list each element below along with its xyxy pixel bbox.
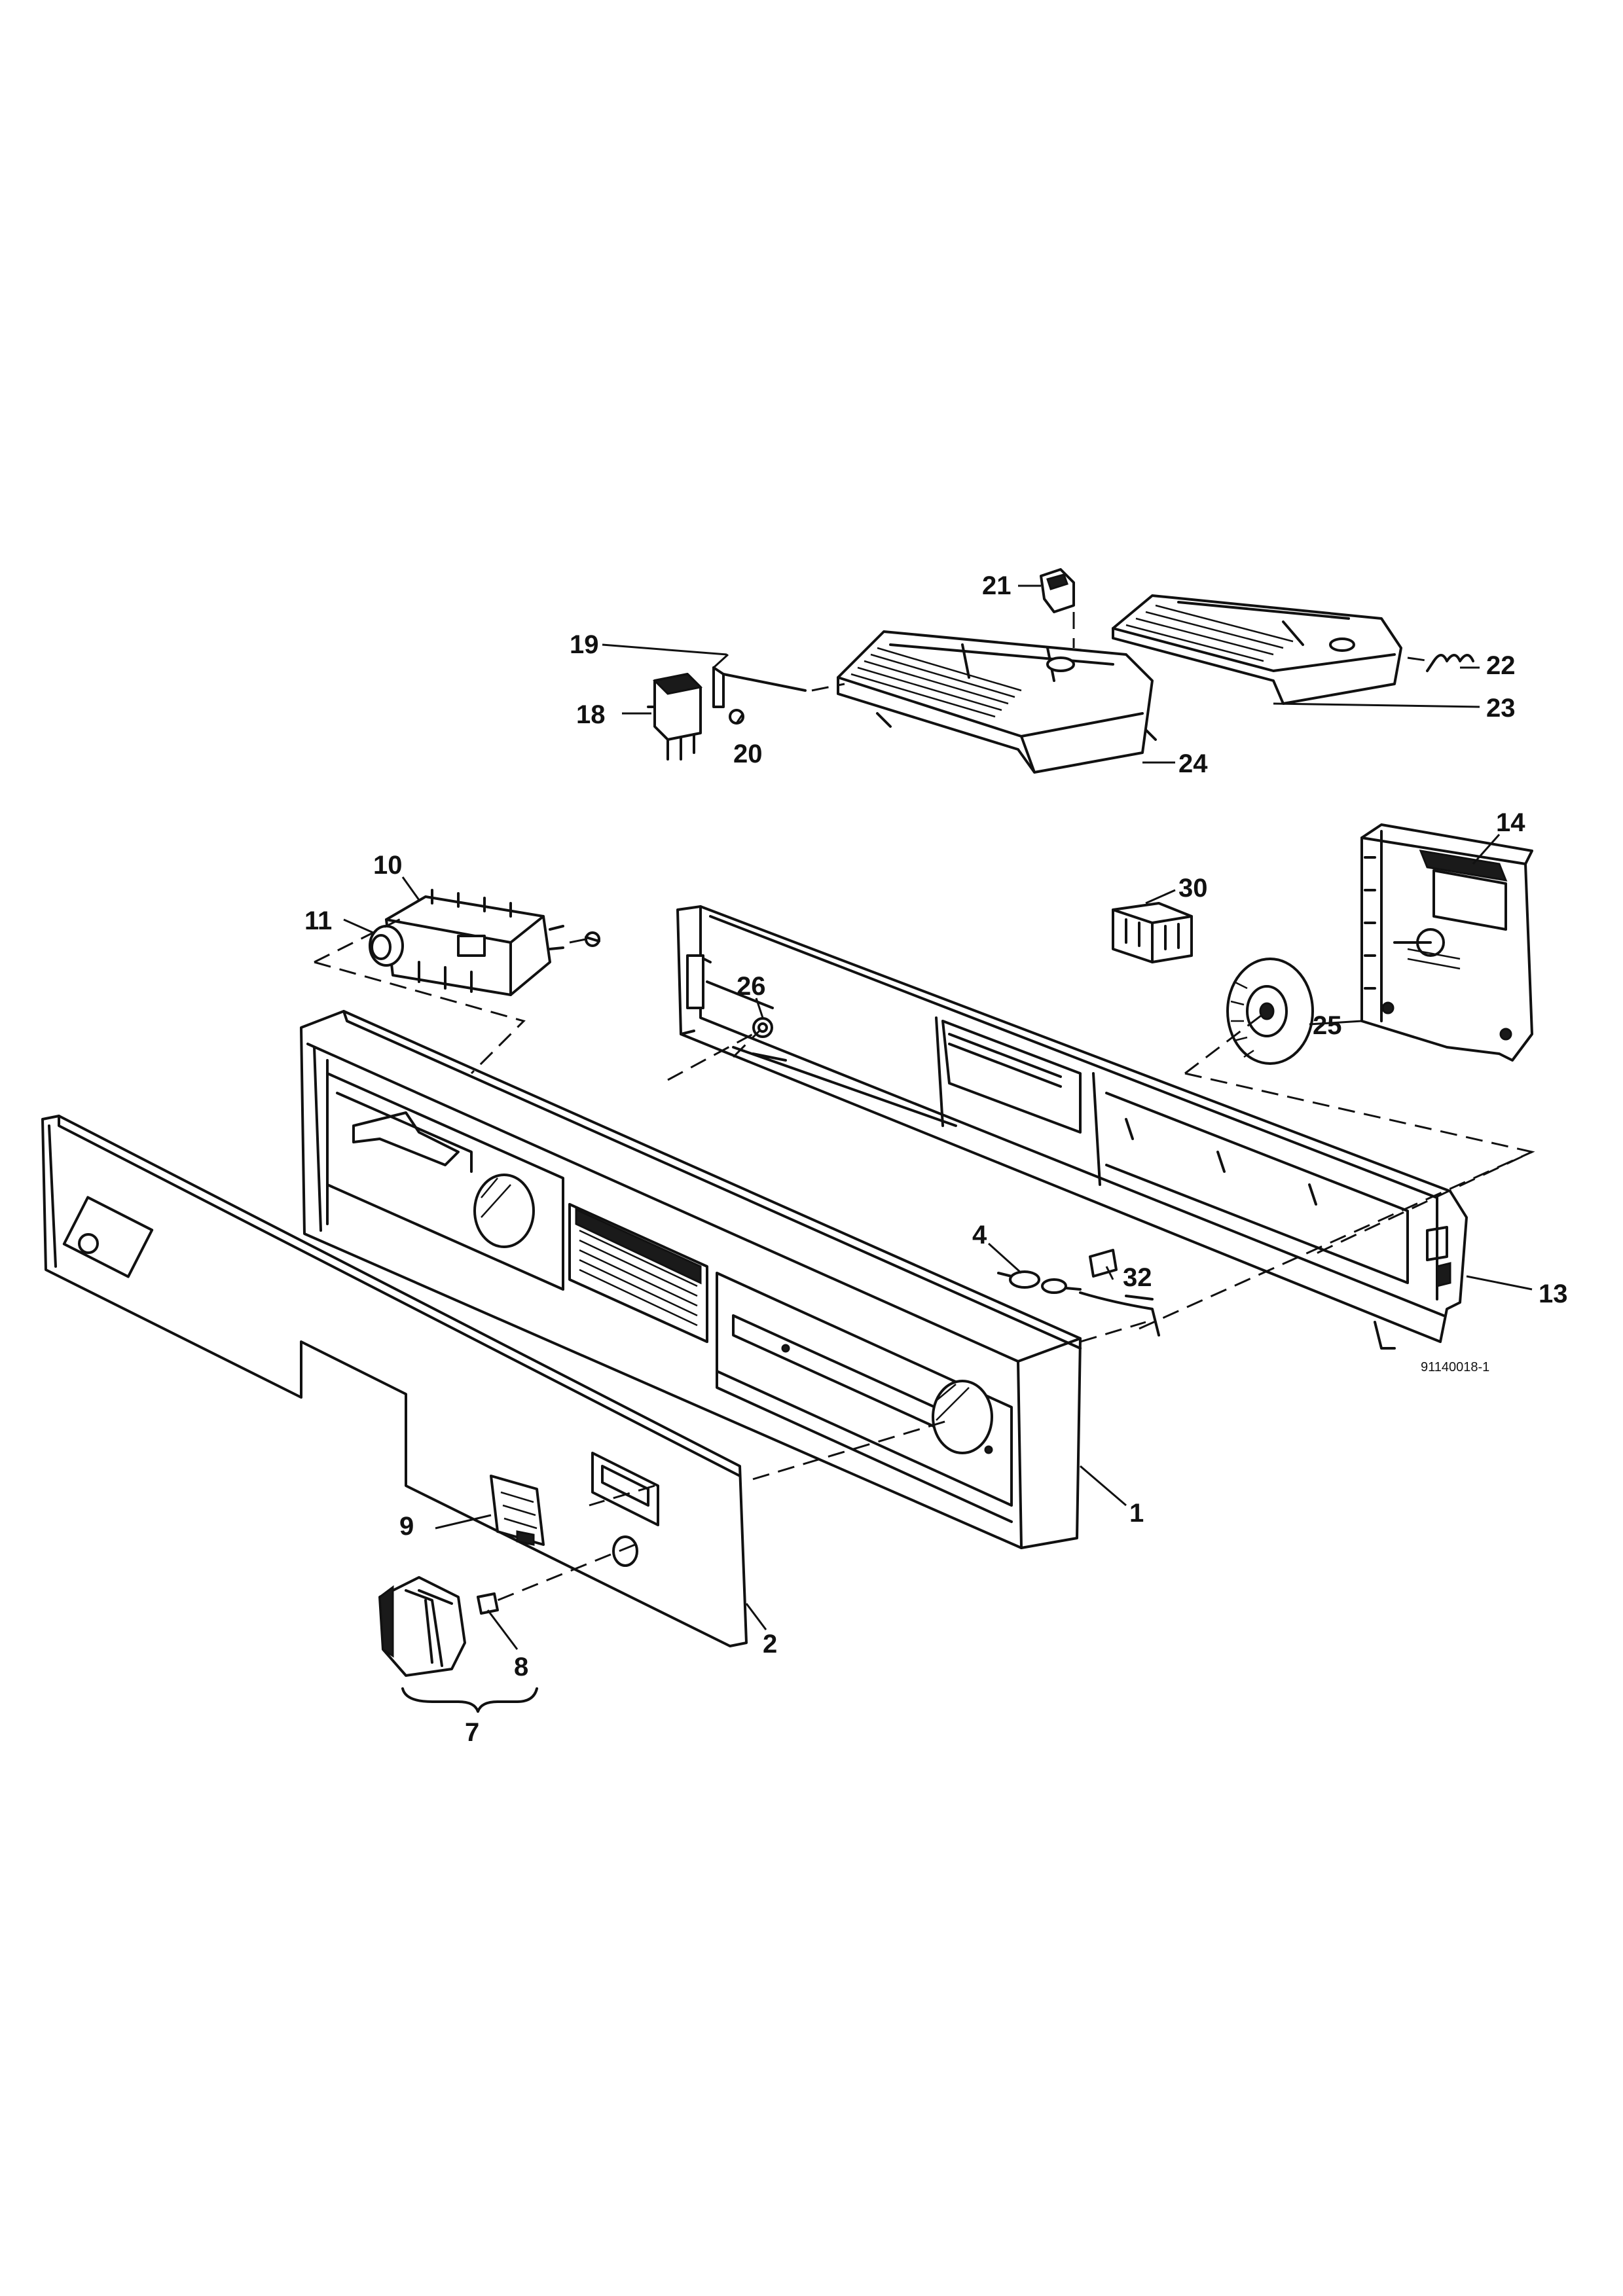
part-7-bracket (401, 1687, 538, 1713)
part-7-knob (378, 1576, 466, 1677)
part-19-rod (712, 666, 807, 708)
callout-32: 32 (1123, 1263, 1152, 1292)
callout-2: 2 (763, 1630, 777, 1659)
callout-14: 14 (1496, 808, 1525, 837)
callout-19: 19 (570, 630, 599, 659)
callout-1: 1 (1129, 1499, 1144, 1528)
part-1-control-panel (300, 1010, 1082, 1549)
callout-24: 24 (1178, 749, 1208, 778)
part-4-fuse (997, 1270, 1082, 1294)
callout-25: 25 (1313, 1011, 1342, 1040)
part-32-terminal (1079, 1249, 1160, 1336)
part-30-connector (1112, 902, 1193, 963)
assembly-guides (314, 915, 1535, 1602)
callout-20: 20 (733, 740, 763, 768)
callout-22: 22 (1486, 651, 1516, 680)
part-10-screw (585, 931, 600, 947)
part-14-timer (1360, 823, 1533, 1062)
callout-13: 13 (1539, 1280, 1568, 1308)
part-25-dial-disc (1226, 958, 1314, 1065)
callout-labels: 21 19 18 20 22 23 24 14 30 10 11 26 25 4… (304, 571, 1568, 1747)
top-bracket-assembly (647, 568, 1474, 774)
part-9-lens (490, 1475, 545, 1546)
part-10-switch-block (385, 889, 564, 996)
callout-23: 23 (1486, 694, 1516, 723)
part-13-rear-frame (676, 905, 1468, 1350)
part-23-bracket (1112, 594, 1402, 705)
callout-30: 30 (1178, 874, 1208, 903)
part-22-spring (1426, 654, 1474, 672)
callout-26: 26 (737, 972, 766, 1001)
reference-code: 91140018-1 (1421, 1360, 1489, 1374)
part-18-switch (647, 673, 703, 761)
part-8-insert (477, 1592, 499, 1615)
callout-9: 9 (399, 1512, 414, 1541)
part-24-bracket (837, 630, 1157, 774)
leader-lines (343, 584, 1533, 1650)
callout-21: 21 (982, 571, 1012, 600)
callout-11: 11 (304, 906, 332, 935)
part-2-front-fascia (41, 1115, 748, 1647)
callout-10: 10 (373, 851, 403, 880)
part-21-clip (1040, 568, 1075, 613)
callout-7: 7 (465, 1718, 479, 1747)
part-11-button (369, 925, 404, 967)
callout-8: 8 (514, 1653, 528, 1681)
callout-4: 4 (972, 1221, 987, 1249)
callout-18: 18 (576, 700, 606, 729)
